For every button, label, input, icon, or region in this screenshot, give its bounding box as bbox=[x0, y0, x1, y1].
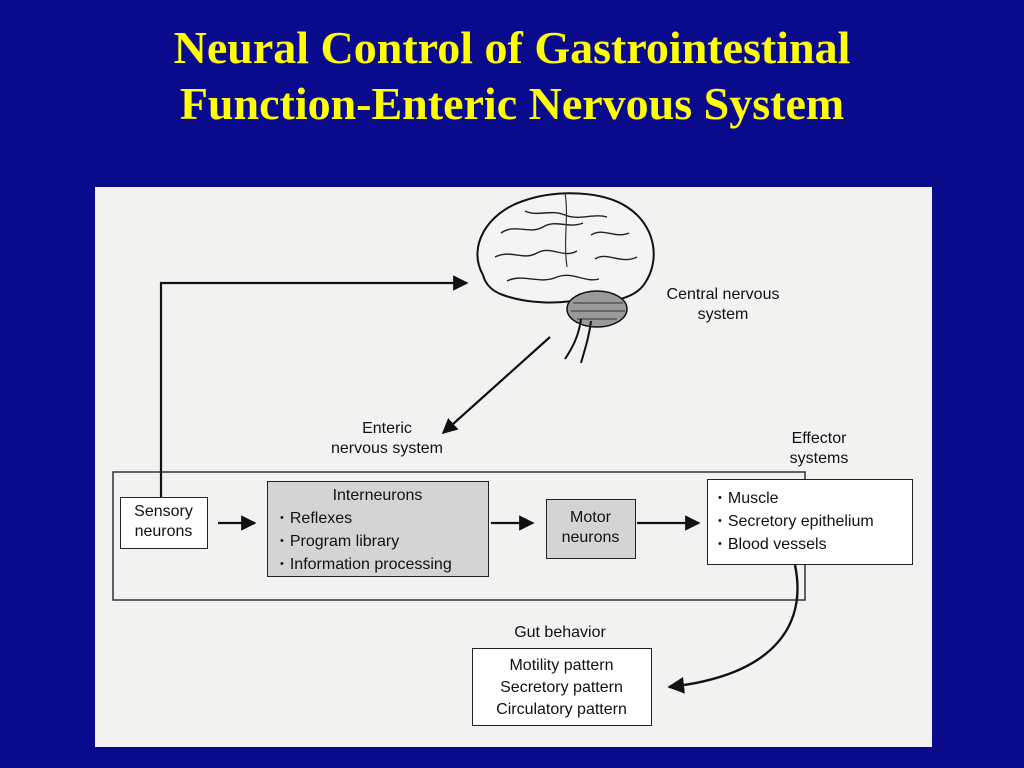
interneurons-list: Reflexes Program library Information pro… bbox=[280, 508, 452, 577]
slide-title: Neural Control of Gastrointestinal Funct… bbox=[0, 20, 1024, 132]
gut-behavior-item: Motility pattern bbox=[509, 657, 614, 674]
gut-behavior-list: Motility pattern Secretory pattern Circu… bbox=[473, 655, 650, 721]
diagram-graphics bbox=[112, 192, 806, 694]
gut-behavior-heading: Gut behavior bbox=[514, 624, 606, 641]
gut-behavior-box: Motility pattern Secretory pattern Circu… bbox=[472, 648, 652, 726]
interneurons-box: Interneurons Reflexes Program library In… bbox=[267, 481, 489, 577]
sensory-neurons-box: Sensory neurons bbox=[120, 497, 208, 549]
interneurons-item: Reflexes bbox=[280, 508, 452, 531]
effectors-item: Secretory epithelium bbox=[718, 511, 874, 534]
gut-behavior-item: Circulatory pattern bbox=[496, 701, 627, 718]
brain-icon bbox=[476, 192, 655, 364]
cns-label: Central nervous system bbox=[666, 286, 780, 323]
title-line-1: Neural Control of Gastrointestinal bbox=[173, 22, 851, 73]
effectors-box: Muscle Secretory epithelium Blood vessel… bbox=[707, 479, 913, 565]
effectors-to-gut-behavior-arrow bbox=[667, 564, 799, 694]
sensory-to-cns-arrow bbox=[159, 275, 469, 499]
title-line-2: Function-Enteric Nervous System bbox=[179, 78, 845, 129]
ens-label: Enteric nervous system bbox=[330, 420, 444, 457]
cns-to-ens-arrow bbox=[441, 336, 551, 435]
motor-neurons-box: Motor neurons bbox=[546, 499, 636, 559]
effectors-list: Muscle Secretory epithelium Blood vessel… bbox=[718, 488, 874, 557]
diagram-figure: Central nervous system Enteric nervous s… bbox=[95, 187, 932, 747]
effectors-item: Blood vessels bbox=[718, 534, 874, 557]
interneurons-heading: Interneurons bbox=[332, 487, 423, 504]
interneurons-item: Program library bbox=[280, 531, 452, 554]
effectors-item: Muscle bbox=[718, 488, 874, 511]
effector-systems-label: Effector systems bbox=[789, 430, 849, 467]
gut-behavior-item: Secretory pattern bbox=[500, 679, 623, 696]
interneurons-item: Information processing bbox=[280, 554, 452, 577]
